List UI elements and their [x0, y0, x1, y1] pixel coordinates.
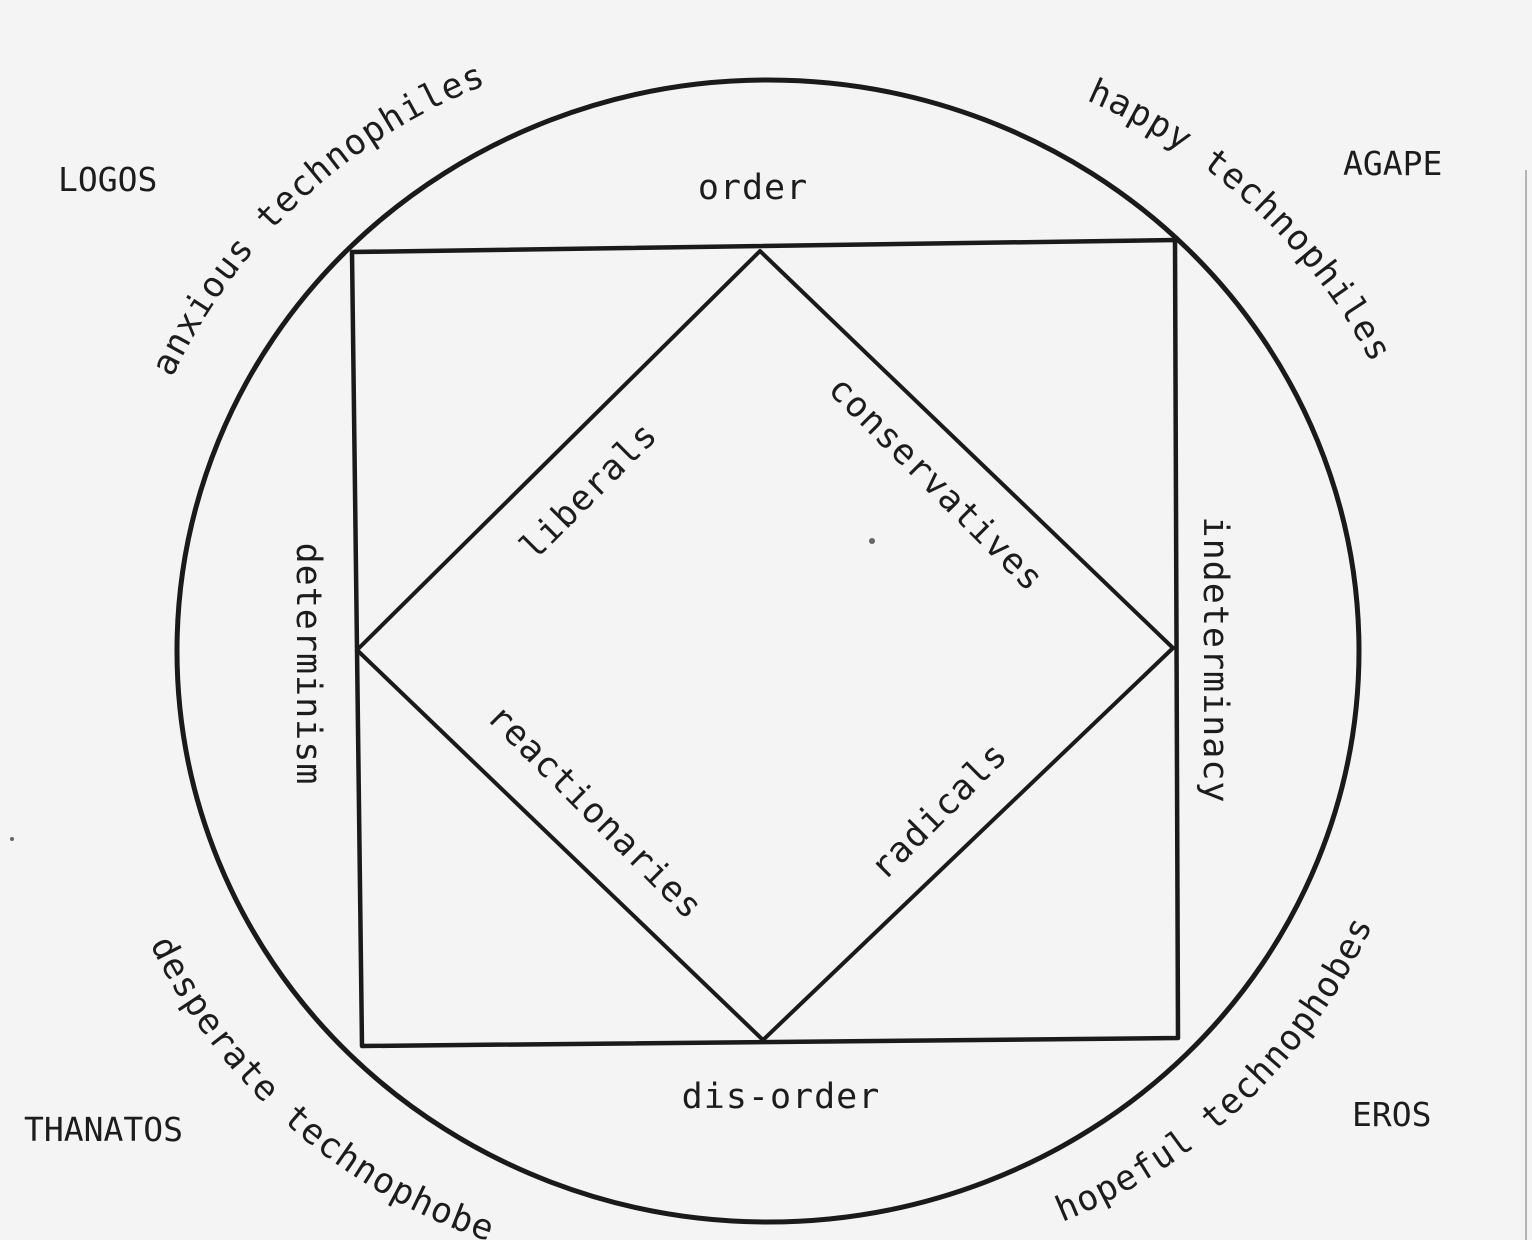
corner-label-agape: AGAPE — [1343, 144, 1442, 183]
label-dis-order: dis-order — [682, 1077, 881, 1117]
scan-speck — [869, 538, 875, 544]
corner-label-thanatos: THANATOS — [24, 1110, 183, 1149]
scan-edge-line — [1525, 170, 1527, 1240]
outer-circle — [174, 77, 1362, 1225]
arc-label-happy-technophiles: happy technophiles — [1082, 72, 1399, 369]
label-order: order — [698, 168, 808, 208]
label-conservatives: conservatives — [820, 369, 1051, 600]
label-determinism: determinism — [288, 543, 328, 786]
label-indeterminacy: indeterminacy — [1195, 517, 1235, 804]
label-liberals: liberals — [513, 415, 666, 568]
scan-speck — [10, 837, 14, 841]
corner-label-logos: LOGOS — [58, 160, 157, 199]
arc-label-anxious-technophiles: anxious technophiles — [144, 55, 491, 382]
label-radicals: radicals — [863, 735, 1016, 888]
inner-square — [349, 237, 1181, 1049]
corner-label-eros: EROS — [1352, 1095, 1431, 1134]
arc-label-hopeful-technophobes: hopeful technophobes — [1050, 910, 1381, 1230]
label-reactionaries: reactionaries — [479, 697, 710, 928]
diamond — [355, 249, 1175, 1042]
